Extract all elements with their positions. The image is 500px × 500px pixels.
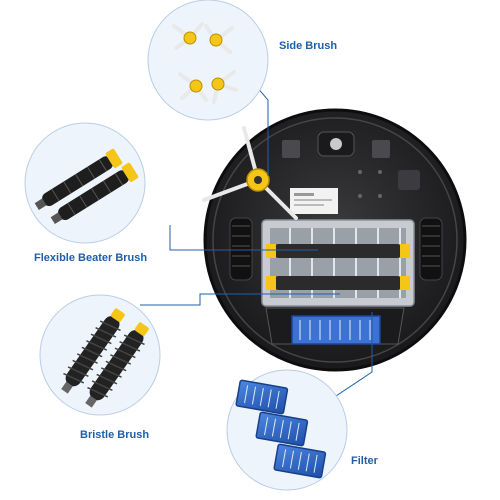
rubber-flex-brush-icon xyxy=(34,148,139,224)
robot-side-brush xyxy=(202,126,298,220)
side-brush-callout xyxy=(147,0,269,121)
filter-label: Filter xyxy=(351,455,378,467)
leader-lines xyxy=(140,59,373,401)
flexible-beater-brush-label: Flexible Beater Brush xyxy=(34,252,148,264)
hepa-filter-icon xyxy=(235,379,327,479)
side-brush-label: Side Brush xyxy=(279,40,338,52)
bristle-roller-icon xyxy=(61,308,149,408)
filter-callout xyxy=(226,369,348,491)
bristle-brush-label: Bristle Brush xyxy=(80,429,150,441)
bristle-brush-callout xyxy=(39,294,161,416)
flexible-beater-brush-callout xyxy=(24,122,146,244)
robot-vacuum-underside xyxy=(202,108,467,372)
three-arm-side-brush-icon xyxy=(172,22,238,104)
